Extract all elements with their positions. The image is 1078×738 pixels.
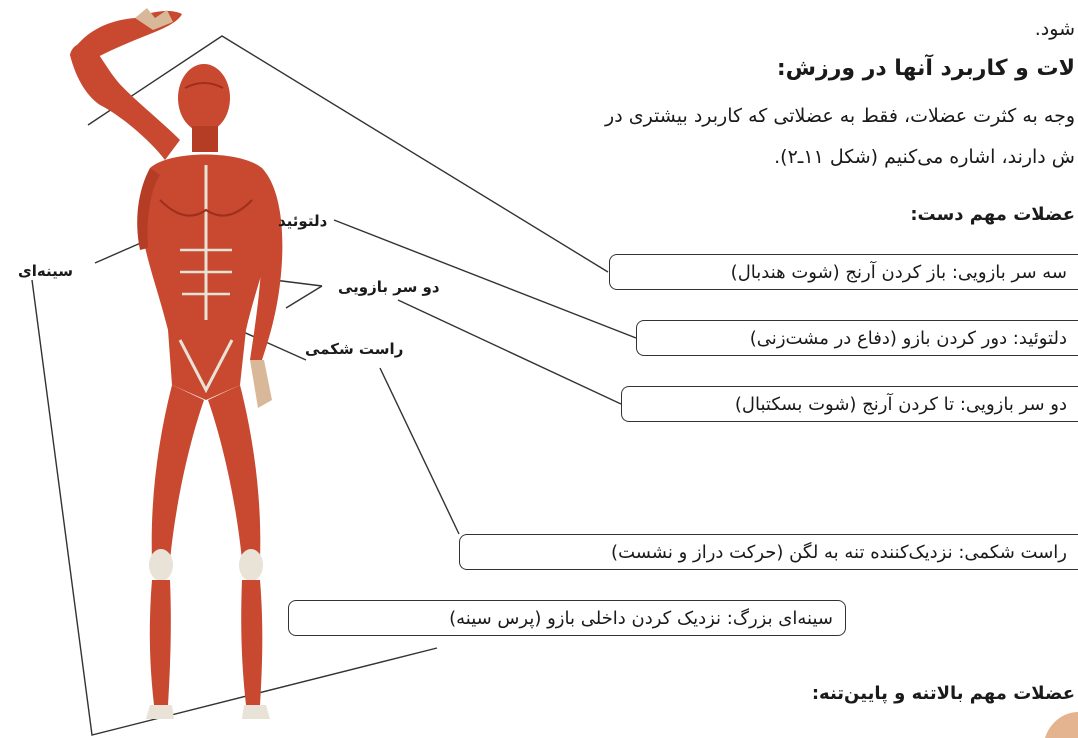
muscle-figure	[70, 8, 282, 719]
leader-rectus	[380, 368, 459, 534]
leader-biceps-b	[286, 286, 322, 308]
label-deltoid: دلتوئید	[278, 212, 327, 230]
cropped-figure-fragment	[1045, 712, 1078, 738]
label-chest: سینه‌ای	[18, 262, 73, 280]
callout-biceps: دو سر بازویی: تا کردن آرنج (شوت بسکتبال)	[621, 386, 1078, 422]
label-biceps: دو سر بازویی	[338, 278, 440, 296]
leader-biceps	[398, 300, 621, 404]
callout-rectus: راست شکمی: نزدیک‌کننده تنه به لگن (حرکت …	[459, 534, 1078, 570]
callout-deltoid: دلتوئید: دور کردن بازو (دفاع در مشت‌زنی)	[636, 320, 1078, 356]
label-rectus: راست شکمی	[305, 340, 403, 358]
callout-pectoral: سینه‌ای بزرگ: نزدیک کردن داخلی بازو (پرس…	[288, 600, 846, 636]
callout-triceps: سه سر بازویی: باز کردن آرنج (شوت هندبال)	[609, 254, 1078, 290]
